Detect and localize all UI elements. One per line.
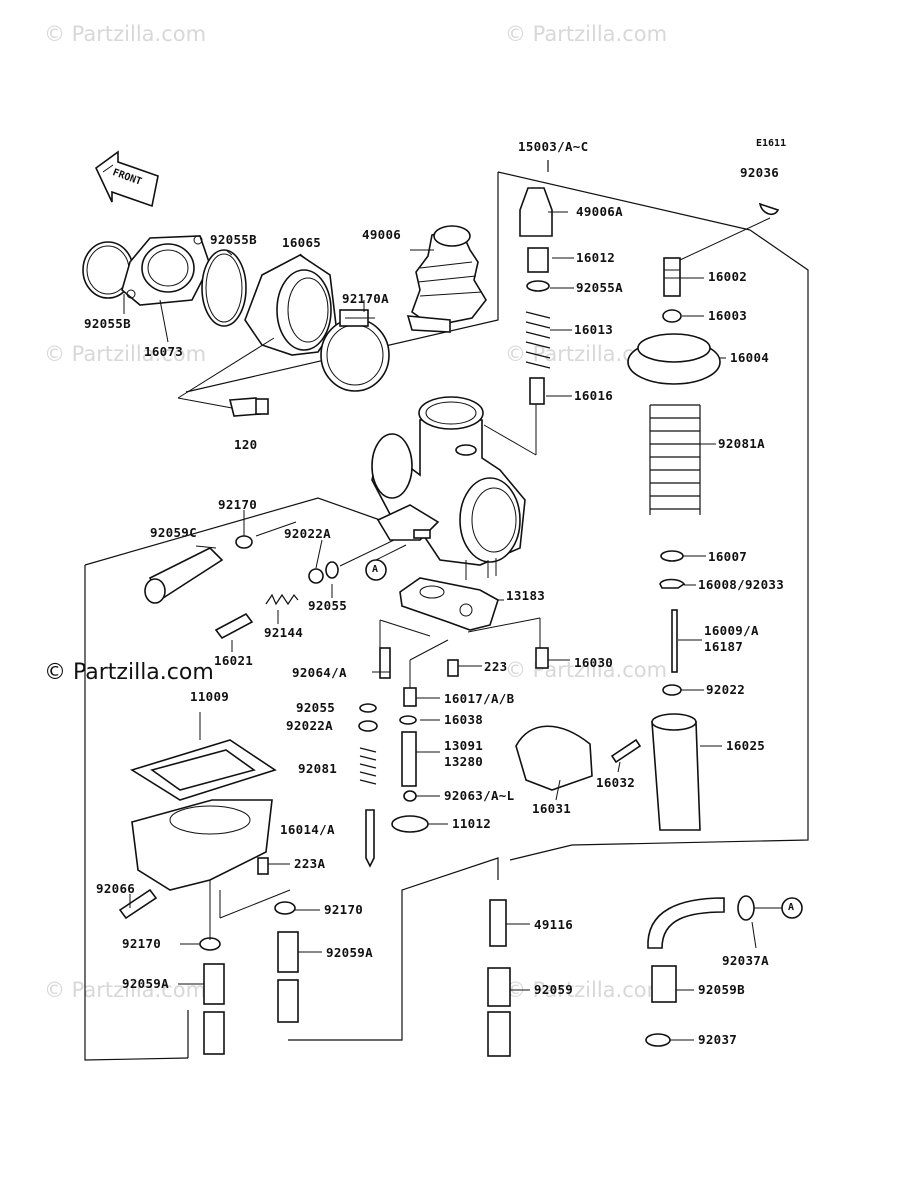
part-label: 92059B bbox=[698, 982, 745, 997]
part-label: 92081A bbox=[718, 436, 765, 451]
leader-lines bbox=[123, 211, 782, 1041]
part-label: 92055B bbox=[84, 316, 131, 331]
callout-a-label: A bbox=[788, 902, 795, 913]
part-label: 16025 bbox=[726, 738, 766, 753]
part-label: 16014/A bbox=[280, 822, 335, 837]
watermark: © Partzilla.com bbox=[505, 978, 668, 1002]
part-label: 16002 bbox=[708, 269, 748, 284]
part-label: 92170 bbox=[324, 902, 364, 917]
part-label: 92055B bbox=[210, 232, 257, 247]
part-label: 92170 bbox=[122, 936, 162, 951]
part-label: 16003 bbox=[708, 308, 748, 323]
part-label: 92059 bbox=[534, 982, 574, 997]
part-label: 120 bbox=[234, 437, 258, 452]
part-label: 16008/92033 bbox=[698, 577, 785, 592]
part-label: 92144 bbox=[264, 625, 304, 640]
watermark: © Partzilla.com bbox=[44, 978, 207, 1002]
part-label: 16007 bbox=[708, 549, 748, 564]
part-label: 92055 bbox=[308, 598, 348, 613]
part-label: 16009/A bbox=[704, 623, 759, 638]
callout-a-label: A bbox=[372, 564, 379, 575]
part-label: 16038 bbox=[444, 712, 484, 727]
part-label: 49116 bbox=[534, 917, 574, 932]
throttle-parts bbox=[610, 202, 780, 831]
part-label: 13183 bbox=[506, 588, 546, 603]
intake-parts bbox=[82, 235, 390, 417]
part-label: 16032 bbox=[596, 775, 636, 790]
part-label: 223 bbox=[484, 659, 508, 674]
part-label: 16017/A/B bbox=[444, 691, 515, 706]
part-label: 13091 bbox=[444, 738, 484, 753]
part-label: 13280 bbox=[444, 754, 484, 769]
part-label: 16030 bbox=[574, 655, 614, 670]
watermark: © Partzilla.com bbox=[44, 22, 207, 46]
callout-a-icon bbox=[365, 559, 803, 919]
part-label: 92037A bbox=[722, 953, 769, 968]
part-label: 92059A bbox=[326, 945, 373, 960]
part-label: 92055A bbox=[576, 280, 623, 295]
part-label: 92059C bbox=[150, 525, 197, 540]
part-label: 16021 bbox=[214, 653, 254, 668]
front-arrow-icon bbox=[94, 150, 159, 208]
vent-hoses bbox=[199, 895, 755, 1057]
part-label: 16065 bbox=[282, 235, 322, 250]
part-label: 16073 bbox=[144, 344, 184, 359]
part-label: 11009 bbox=[190, 689, 230, 704]
part-label: 92037 bbox=[698, 1032, 738, 1047]
part-label: 92022A bbox=[284, 526, 331, 541]
boot-part bbox=[406, 225, 487, 333]
part-label: 92063/A~L bbox=[444, 788, 515, 803]
part-label: 92055 bbox=[296, 700, 336, 715]
part-label: 16004 bbox=[730, 350, 770, 365]
watermark: © Partzilla.com bbox=[44, 342, 207, 366]
pilot-screw-parts bbox=[144, 535, 339, 640]
part-label: 92081 bbox=[298, 761, 338, 776]
gasket-part bbox=[399, 577, 499, 631]
part-label: 92064/A bbox=[292, 665, 347, 680]
watermark: © Partzilla.com bbox=[505, 22, 668, 46]
part-label: 11012 bbox=[452, 816, 492, 831]
float-bowl bbox=[118, 739, 277, 920]
part-label: 15003/A~C bbox=[518, 139, 589, 154]
part-label: 16031 bbox=[532, 801, 572, 816]
part-label: 92066 bbox=[96, 881, 136, 896]
part-label: 92059A bbox=[122, 976, 169, 991]
part-label: 49006 bbox=[362, 227, 402, 242]
part-label: 49006A bbox=[576, 204, 623, 219]
watermark: © Partzilla.com bbox=[505, 658, 668, 682]
part-label: 16012 bbox=[576, 250, 616, 265]
part-label: 92170A bbox=[342, 291, 389, 306]
part-label: 92036 bbox=[740, 165, 780, 180]
part-label: 223A bbox=[294, 856, 326, 871]
sheet-code: E1611 bbox=[756, 138, 787, 149]
needle-parts bbox=[519, 187, 553, 405]
part-label: 92170 bbox=[218, 497, 258, 512]
part-label: 92022 bbox=[706, 682, 746, 697]
part-label: 16013 bbox=[574, 322, 614, 337]
watermark-strong: © Partzilla.com bbox=[44, 660, 214, 685]
part-label: 16187 bbox=[704, 639, 744, 654]
part-label: 16016 bbox=[574, 388, 614, 403]
carburetor-body bbox=[371, 396, 526, 580]
assembly-outline bbox=[84, 160, 809, 1061]
part-label: 92022A bbox=[286, 718, 333, 733]
